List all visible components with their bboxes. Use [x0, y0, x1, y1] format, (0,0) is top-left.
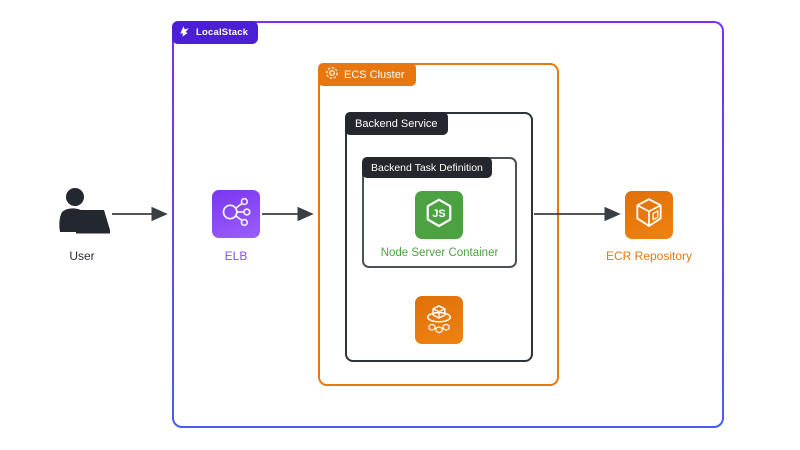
elb-node: [212, 190, 260, 238]
ecs-cluster-badge-label: ECS Cluster: [344, 68, 405, 81]
backend-service-badge: Backend Service: [345, 112, 448, 135]
backend-task-definition-badge: Backend Task Definition: [362, 157, 492, 178]
cluster-icon: [325, 66, 339, 83]
backend-service-boundary: Backend Service: [345, 112, 533, 362]
ecs-cluster-boundary: ECS Cluster Backend Service: [318, 63, 559, 386]
user-icon: [54, 188, 112, 244]
localstack-badge-label: LocalStack: [196, 27, 249, 38]
node-server-container-label: Node Server Container: [380, 247, 499, 259]
nodejs-icon: JS: [419, 193, 459, 238]
backend-task-definition-badge-label: Backend Task Definition: [371, 161, 483, 174]
ecr-repository-label: ECR Repository: [605, 249, 693, 263]
svg-text:JS: JS: [432, 207, 445, 219]
user-label: User: [69, 249, 95, 263]
user-node: [54, 186, 112, 245]
ecs-service-icon: [419, 298, 459, 343]
node-server-container-node: JS: [415, 191, 463, 239]
ecs-cluster-badge: ECS Cluster: [318, 63, 416, 86]
backend-service-badge-label: Backend Service: [355, 117, 438, 130]
ecr-repository-node: [625, 191, 673, 239]
localstack-badge: LocalStack: [172, 21, 259, 44]
ecr-repository-icon: [629, 193, 669, 238]
elb-icon: [216, 192, 256, 237]
elb-label: ELB: [224, 249, 248, 263]
ecs-service-node: [415, 296, 463, 344]
localstack-logo-icon: [178, 25, 191, 41]
backend-task-definition-boundary: Backend Task Definition: [362, 157, 517, 268]
